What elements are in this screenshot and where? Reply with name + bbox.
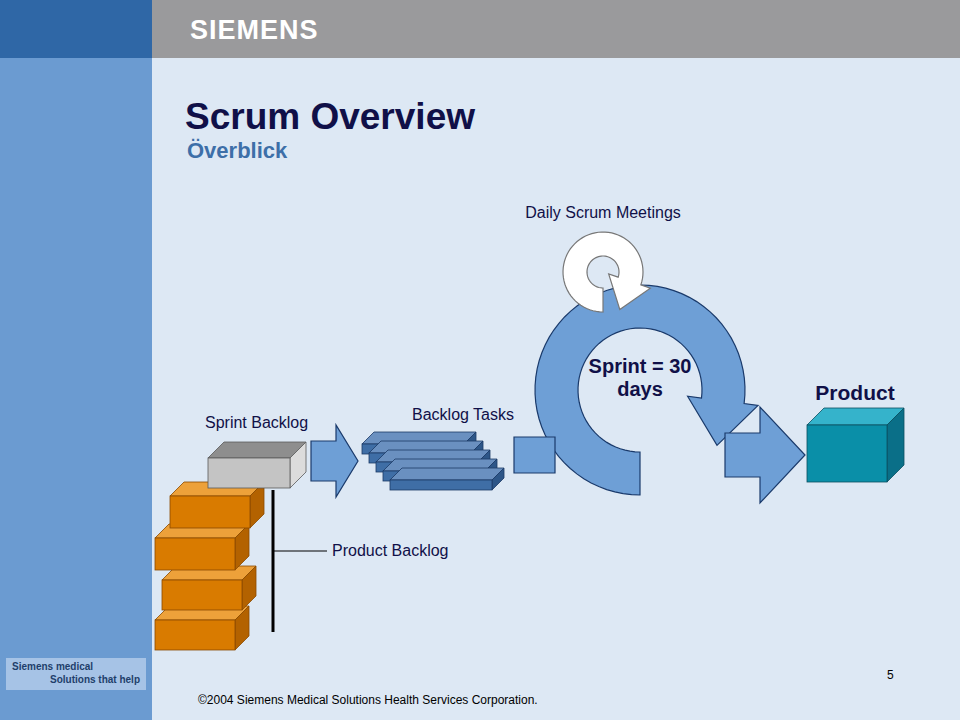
box-side	[887, 408, 904, 482]
product-backlog-stack: Product Backlog	[152, 478, 270, 653]
logo-strip	[6, 658, 146, 690]
backlog-brick	[155, 524, 249, 570]
flow-arrow	[311, 425, 358, 497]
slide-title: Scrum Overview	[185, 96, 475, 138]
box-top	[208, 442, 306, 458]
flow-arrow	[514, 437, 555, 473]
box-front	[155, 538, 235, 570]
box-side	[235, 606, 249, 650]
node-label: Sprint Backlog	[205, 414, 308, 432]
leader-line	[273, 551, 327, 552]
box-front	[807, 425, 887, 482]
node-label: Backlog Tasks	[412, 406, 514, 424]
box-front	[390, 480, 492, 490]
backlog-brick	[155, 606, 249, 650]
task-slab	[390, 468, 504, 490]
box-top	[390, 468, 504, 480]
node-label: Product Backlog	[332, 542, 449, 560]
box-front	[155, 620, 235, 650]
sprint-backlog-box: Sprint Backlog	[205, 438, 311, 492]
box-side	[242, 566, 256, 610]
node-label: Product	[815, 381, 894, 405]
flow-arrow	[725, 407, 805, 503]
box-side	[290, 442, 306, 488]
backlog-brick	[162, 566, 256, 610]
box-side	[492, 468, 504, 490]
backlog-brick	[170, 482, 264, 528]
box-front	[170, 496, 250, 528]
corner-block	[0, 0, 152, 58]
box-side	[250, 482, 264, 528]
daily-cycle-arrow	[563, 232, 650, 312]
sprint-backlog-box	[208, 442, 306, 488]
product-cube: Product	[805, 408, 905, 484]
subtitle: Överblick	[187, 138, 287, 164]
node-label: Daily Scrum Meetings	[525, 204, 681, 222]
daily-scrum-cycle: Daily Scrum Meetings	[558, 226, 648, 310]
box-side	[235, 524, 249, 570]
box-front	[162, 580, 242, 610]
copyright-note: ©2004 Siemens Medical Solutions Health S…	[198, 693, 538, 707]
footer-logo: Siemens medical	[12, 661, 93, 672]
product-cube	[807, 408, 904, 482]
side-band	[0, 0, 152, 720]
page-number: 5	[887, 668, 894, 682]
box-front	[208, 458, 290, 488]
backlog-tasks-stack: Backlog Tasks	[358, 430, 514, 492]
footer-logo: Solutions that help	[50, 674, 140, 685]
sprint-cycle: Sprint = 30 days	[555, 293, 725, 463]
header-bar	[152, 0, 960, 58]
bracket-line	[272, 490, 275, 632]
node-label: Sprint = 30 days	[588, 355, 692, 401]
company-logo: SIEMENS	[190, 15, 319, 46]
